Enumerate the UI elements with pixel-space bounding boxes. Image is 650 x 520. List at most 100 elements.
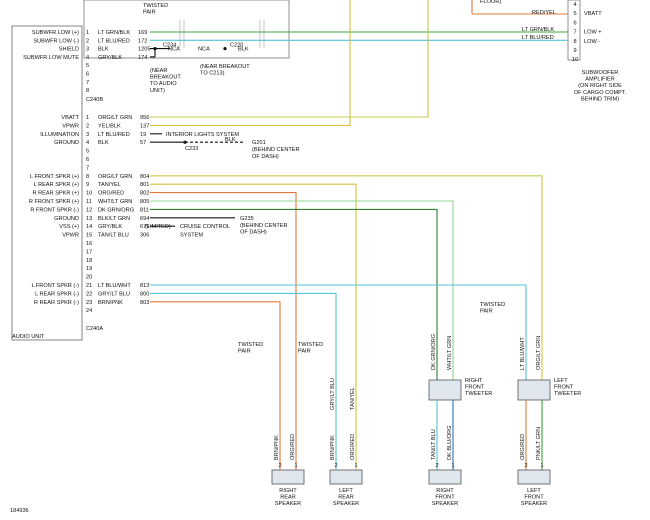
blk-label: BLK bbox=[225, 137, 236, 143]
wire-color-label: DK BLU/ORG bbox=[447, 425, 453, 460]
breakout-note: BREAKOUT bbox=[150, 75, 181, 81]
subwoofer-wire-label: LT BLU/RED bbox=[522, 35, 554, 41]
twisted-pair-label: TWISTED bbox=[298, 342, 323, 348]
circuit-number: 57 bbox=[140, 140, 146, 146]
circuit-number: 803 bbox=[140, 300, 149, 306]
audio-pin-label: SUBWFR LOW (+) bbox=[32, 30, 79, 36]
audio-pin-number: 23 bbox=[86, 300, 92, 306]
audio-unit-label: AUDIO UNIT bbox=[12, 334, 45, 340]
audio-pin-label: L FRONT SPKR (-) bbox=[31, 283, 79, 289]
subwoofer-pin-number: 7 bbox=[573, 30, 576, 36]
audio-pin-number: 3 bbox=[86, 47, 89, 53]
audio-pin-label: R REAR SPKR (-) bbox=[34, 300, 79, 306]
wire-color-label: BLK bbox=[98, 140, 109, 146]
wire-color-label: LT BLU/RED bbox=[98, 38, 130, 44]
audio-pin-number: 15 bbox=[86, 233, 92, 239]
subwoofer-pin-number: 4 bbox=[573, 2, 576, 8]
speaker-pin: 1 bbox=[540, 463, 543, 469]
speaker-pin: 2 bbox=[524, 463, 527, 469]
splice-c233 bbox=[183, 140, 187, 144]
wire-color-label: LT BLU/WHT bbox=[520, 337, 526, 370]
subwoofer-pin-number: 10 bbox=[572, 57, 578, 63]
audio-pin-label: L FRONT SPKR (+) bbox=[30, 174, 79, 180]
wire-org-ltgrn-vbatt bbox=[150, 0, 429, 118]
ground-note: (BEHIND CENTER bbox=[240, 223, 288, 229]
blk-label: BLK bbox=[238, 47, 249, 53]
circuit-number: 306 bbox=[140, 233, 149, 239]
wire-color-label: TAN/YEL bbox=[98, 182, 121, 188]
cruise-label: CRUISE CONTROL bbox=[180, 224, 230, 230]
speaker-label: SPEAKER bbox=[275, 501, 301, 507]
audio-pin-number: 18 bbox=[86, 258, 92, 264]
speaker-pin: 2 bbox=[435, 463, 438, 469]
audio-pin-number: 3 bbox=[86, 132, 89, 138]
tweeter-left-front bbox=[517, 379, 551, 401]
speaker-left-rear bbox=[329, 469, 363, 485]
connector-c240a: C240A bbox=[86, 326, 103, 332]
audio-pin-number: 1 bbox=[86, 30, 89, 36]
subwoofer-pin-number: 6 bbox=[573, 20, 576, 26]
wire-color-label: ORG/RED bbox=[520, 434, 526, 460]
audio-unit-box bbox=[11, 25, 83, 341]
circuit-number: 137 bbox=[140, 123, 149, 129]
wire-l-front-neg bbox=[150, 284, 527, 380]
wire-color-label: DK GRN/ORG bbox=[98, 207, 134, 213]
wire-color-label: WHT/LT GRN bbox=[98, 199, 132, 205]
audio-pin-number: 5 bbox=[86, 149, 89, 155]
subwoofer-wire-label: LT GRN/BLK bbox=[522, 27, 554, 33]
circuit-number: 802 bbox=[140, 191, 149, 197]
subwoofer-pin-number: 5 bbox=[573, 11, 576, 17]
nca-label: NCA bbox=[168, 47, 180, 53]
wire-r-front-pos bbox=[150, 200, 454, 380]
wire-l-rear-neg bbox=[150, 292, 337, 470]
circuit-number: 811 bbox=[140, 207, 149, 213]
audio-pin-number: 1 bbox=[86, 115, 89, 121]
wire-color-label: GRY/BLK bbox=[98, 55, 122, 61]
interior-lights-label: INTERIOR LIGHTS SYSTEM bbox=[166, 132, 239, 138]
connector-c240b: C240B bbox=[86, 97, 103, 103]
audio-pin-label: GROUND bbox=[54, 216, 79, 222]
wire-color-label: ORG/LT GRN bbox=[536, 336, 542, 370]
speaker-label: REAR bbox=[280, 495, 296, 501]
audio-pin-label: L REAR SPKR (+) bbox=[34, 182, 79, 188]
audio-pin-number: 19 bbox=[86, 266, 92, 272]
audio-pin-number: 22 bbox=[86, 291, 92, 297]
floor-note: FLOOR) bbox=[480, 0, 501, 5]
tweeter-label: TWEETER bbox=[465, 391, 492, 397]
tweeter-label: RIGHT bbox=[465, 378, 483, 384]
audio-pin-number: 7 bbox=[86, 165, 89, 171]
audio-pin-number: 8 bbox=[86, 174, 89, 180]
wire-color-label: BLK/LT GRN bbox=[98, 216, 130, 222]
breakout-note: TO C213) bbox=[200, 71, 225, 77]
audio-pin-label: R REAR SPKR (+) bbox=[33, 191, 80, 197]
speaker-label: SPEAKER bbox=[521, 501, 547, 507]
splice-c220 bbox=[223, 47, 227, 51]
circuit-number: 805 bbox=[140, 199, 149, 205]
speaker-label: RIGHT bbox=[436, 488, 454, 494]
twisted-pair-label: PAIR bbox=[238, 349, 251, 355]
subwoofer-wire-label: RED/YEL bbox=[532, 10, 556, 16]
tweeter-label: FRONT bbox=[554, 385, 574, 391]
subwoofer-pin-label: VBATT bbox=[584, 11, 602, 17]
audio-pin-label: SUBWFR LOW (-) bbox=[33, 38, 79, 44]
speaker-label: LEFT bbox=[527, 488, 541, 494]
audio-pin-label: VPWR bbox=[62, 123, 79, 129]
circuit-number: 174 bbox=[138, 55, 147, 61]
wire-color-label: LT BLU/RED bbox=[98, 132, 130, 138]
wire-yel-blk bbox=[150, 0, 351, 126]
cruise-label: SYSTEM bbox=[180, 233, 203, 239]
speaker-right-front bbox=[428, 469, 462, 485]
audio-pin-number: 9 bbox=[86, 182, 89, 188]
wire-color-label: YEL/BLK bbox=[98, 123, 121, 129]
audio-pin-number: 12 bbox=[86, 207, 92, 213]
splice-label: C234 bbox=[163, 43, 176, 49]
breakout-note: (NEAR BREAKOUT bbox=[200, 64, 250, 70]
audio-pin-number: 4 bbox=[86, 140, 89, 146]
wire-r-rear-pos bbox=[150, 192, 297, 470]
subwoofer-box bbox=[567, 0, 581, 61]
speaker-label: RIGHT bbox=[279, 488, 297, 494]
tweeter-right-front bbox=[428, 379, 462, 401]
audio-pin-number: 2 bbox=[86, 123, 89, 129]
audio-pin-number: 8 bbox=[86, 88, 89, 94]
